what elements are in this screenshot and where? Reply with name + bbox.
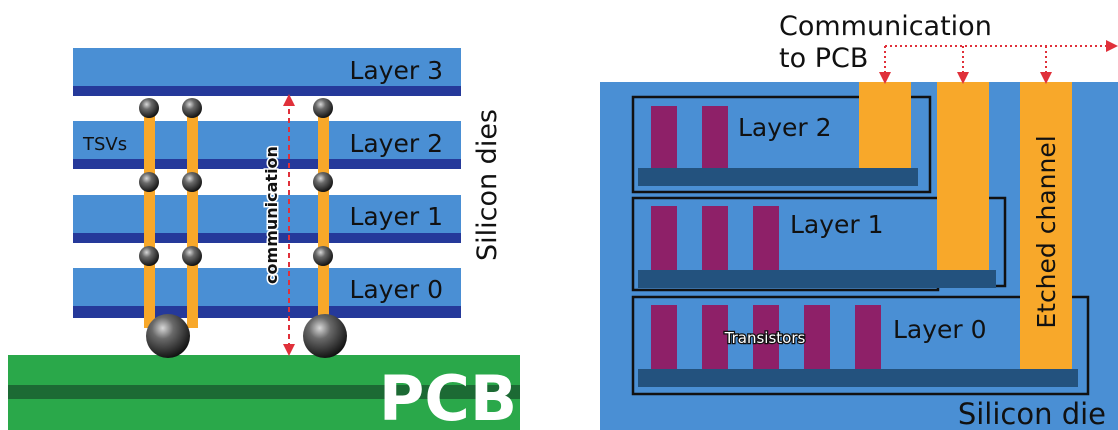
right-layer-0: Layer 0 Transistors <box>631 295 1090 396</box>
transistor <box>855 305 881 369</box>
right-layer-0-label: Layer 0 <box>893 315 987 344</box>
layer-0-outline <box>631 295 1090 396</box>
channel-layer-0 <box>1020 82 1072 369</box>
solder-ball <box>146 314 190 358</box>
layer-2-metal <box>638 168 918 186</box>
layer-0-body <box>73 268 461 306</box>
layer-3-metal <box>73 86 461 96</box>
layer-2-label: Layer 2 <box>349 129 443 158</box>
tsv-label: TSVs <box>82 134 127 155</box>
transistor <box>753 206 779 270</box>
transistor <box>753 305 779 369</box>
micro-bump <box>182 246 202 266</box>
communication-to-pcb-line2: to PCB <box>779 43 868 74</box>
pcb-label: PCB <box>379 362 517 430</box>
transistor <box>651 305 677 369</box>
layer-3-label: Layer 3 <box>349 56 443 85</box>
micro-bump <box>313 98 333 118</box>
layer-1-metal <box>638 270 996 288</box>
transistor <box>651 206 677 270</box>
layer-0-label: Layer 0 <box>349 275 443 304</box>
transistor <box>702 106 728 168</box>
transistor <box>702 206 728 270</box>
channel-layer-2 <box>859 82 911 168</box>
transistor <box>804 305 830 369</box>
layer-1-body <box>73 195 461 233</box>
micro-bump <box>313 246 333 266</box>
right-monolithic-die: Layer 0 Transistors Layer 1 Layer 2 Etch… <box>600 11 1118 430</box>
channel-layer-1 <box>937 82 989 270</box>
communication-label: communication <box>262 146 281 284</box>
micro-bump <box>139 98 159 118</box>
solder-ball <box>303 314 347 358</box>
transistor <box>651 106 677 168</box>
right-layer-2: Layer 2 <box>631 95 932 194</box>
layer-3-die: Layer 3 <box>73 48 461 96</box>
tsv-pillar <box>187 106 198 328</box>
layer-2-outline <box>631 95 932 194</box>
layer-2-die: Layer 2 <box>73 121 461 169</box>
micro-bump <box>182 172 202 192</box>
right-layer-1-label: Layer 1 <box>790 210 884 239</box>
micro-bump <box>139 172 159 192</box>
right-layer-1: Layer 1 <box>631 196 1007 292</box>
layer-2-body <box>73 121 461 159</box>
micro-bump <box>139 246 159 266</box>
micro-bump <box>182 98 202 118</box>
etched-channel-label: Etched channel <box>1032 135 1061 328</box>
communication-to-pcb-arrows <box>879 40 1118 84</box>
layer-0-metal <box>73 306 461 318</box>
layer-3-body <box>73 48 461 86</box>
silicon-dies-label: Silicon dies <box>472 109 503 261</box>
left-stacked-dies: PCB Layer 3 Layer 2 Layer 1 Layer 0 <box>8 48 520 430</box>
layer-1-die: Layer 1 <box>73 195 461 243</box>
transistor <box>702 305 728 369</box>
layer-2-metal <box>73 159 461 169</box>
pcb: PCB <box>8 355 520 430</box>
micro-bumps <box>139 98 333 266</box>
solder-balls <box>146 314 347 358</box>
micro-bump <box>313 172 333 192</box>
tsv-pillar <box>318 106 329 328</box>
silicon-die-label: Silicon die <box>958 397 1106 430</box>
pcb-stripe <box>8 385 520 399</box>
right-layer-2-label: Layer 2 <box>738 113 832 142</box>
communication-to-pcb-line1: Communication <box>779 11 992 42</box>
tsv-pillars <box>144 106 329 328</box>
tsv-pillar <box>144 106 155 328</box>
layer-1-label: Layer 1 <box>349 202 443 231</box>
layer-0-metal <box>638 369 1078 387</box>
transistors-label: Transistors <box>724 329 806 347</box>
layer-1-metal <box>73 233 461 243</box>
